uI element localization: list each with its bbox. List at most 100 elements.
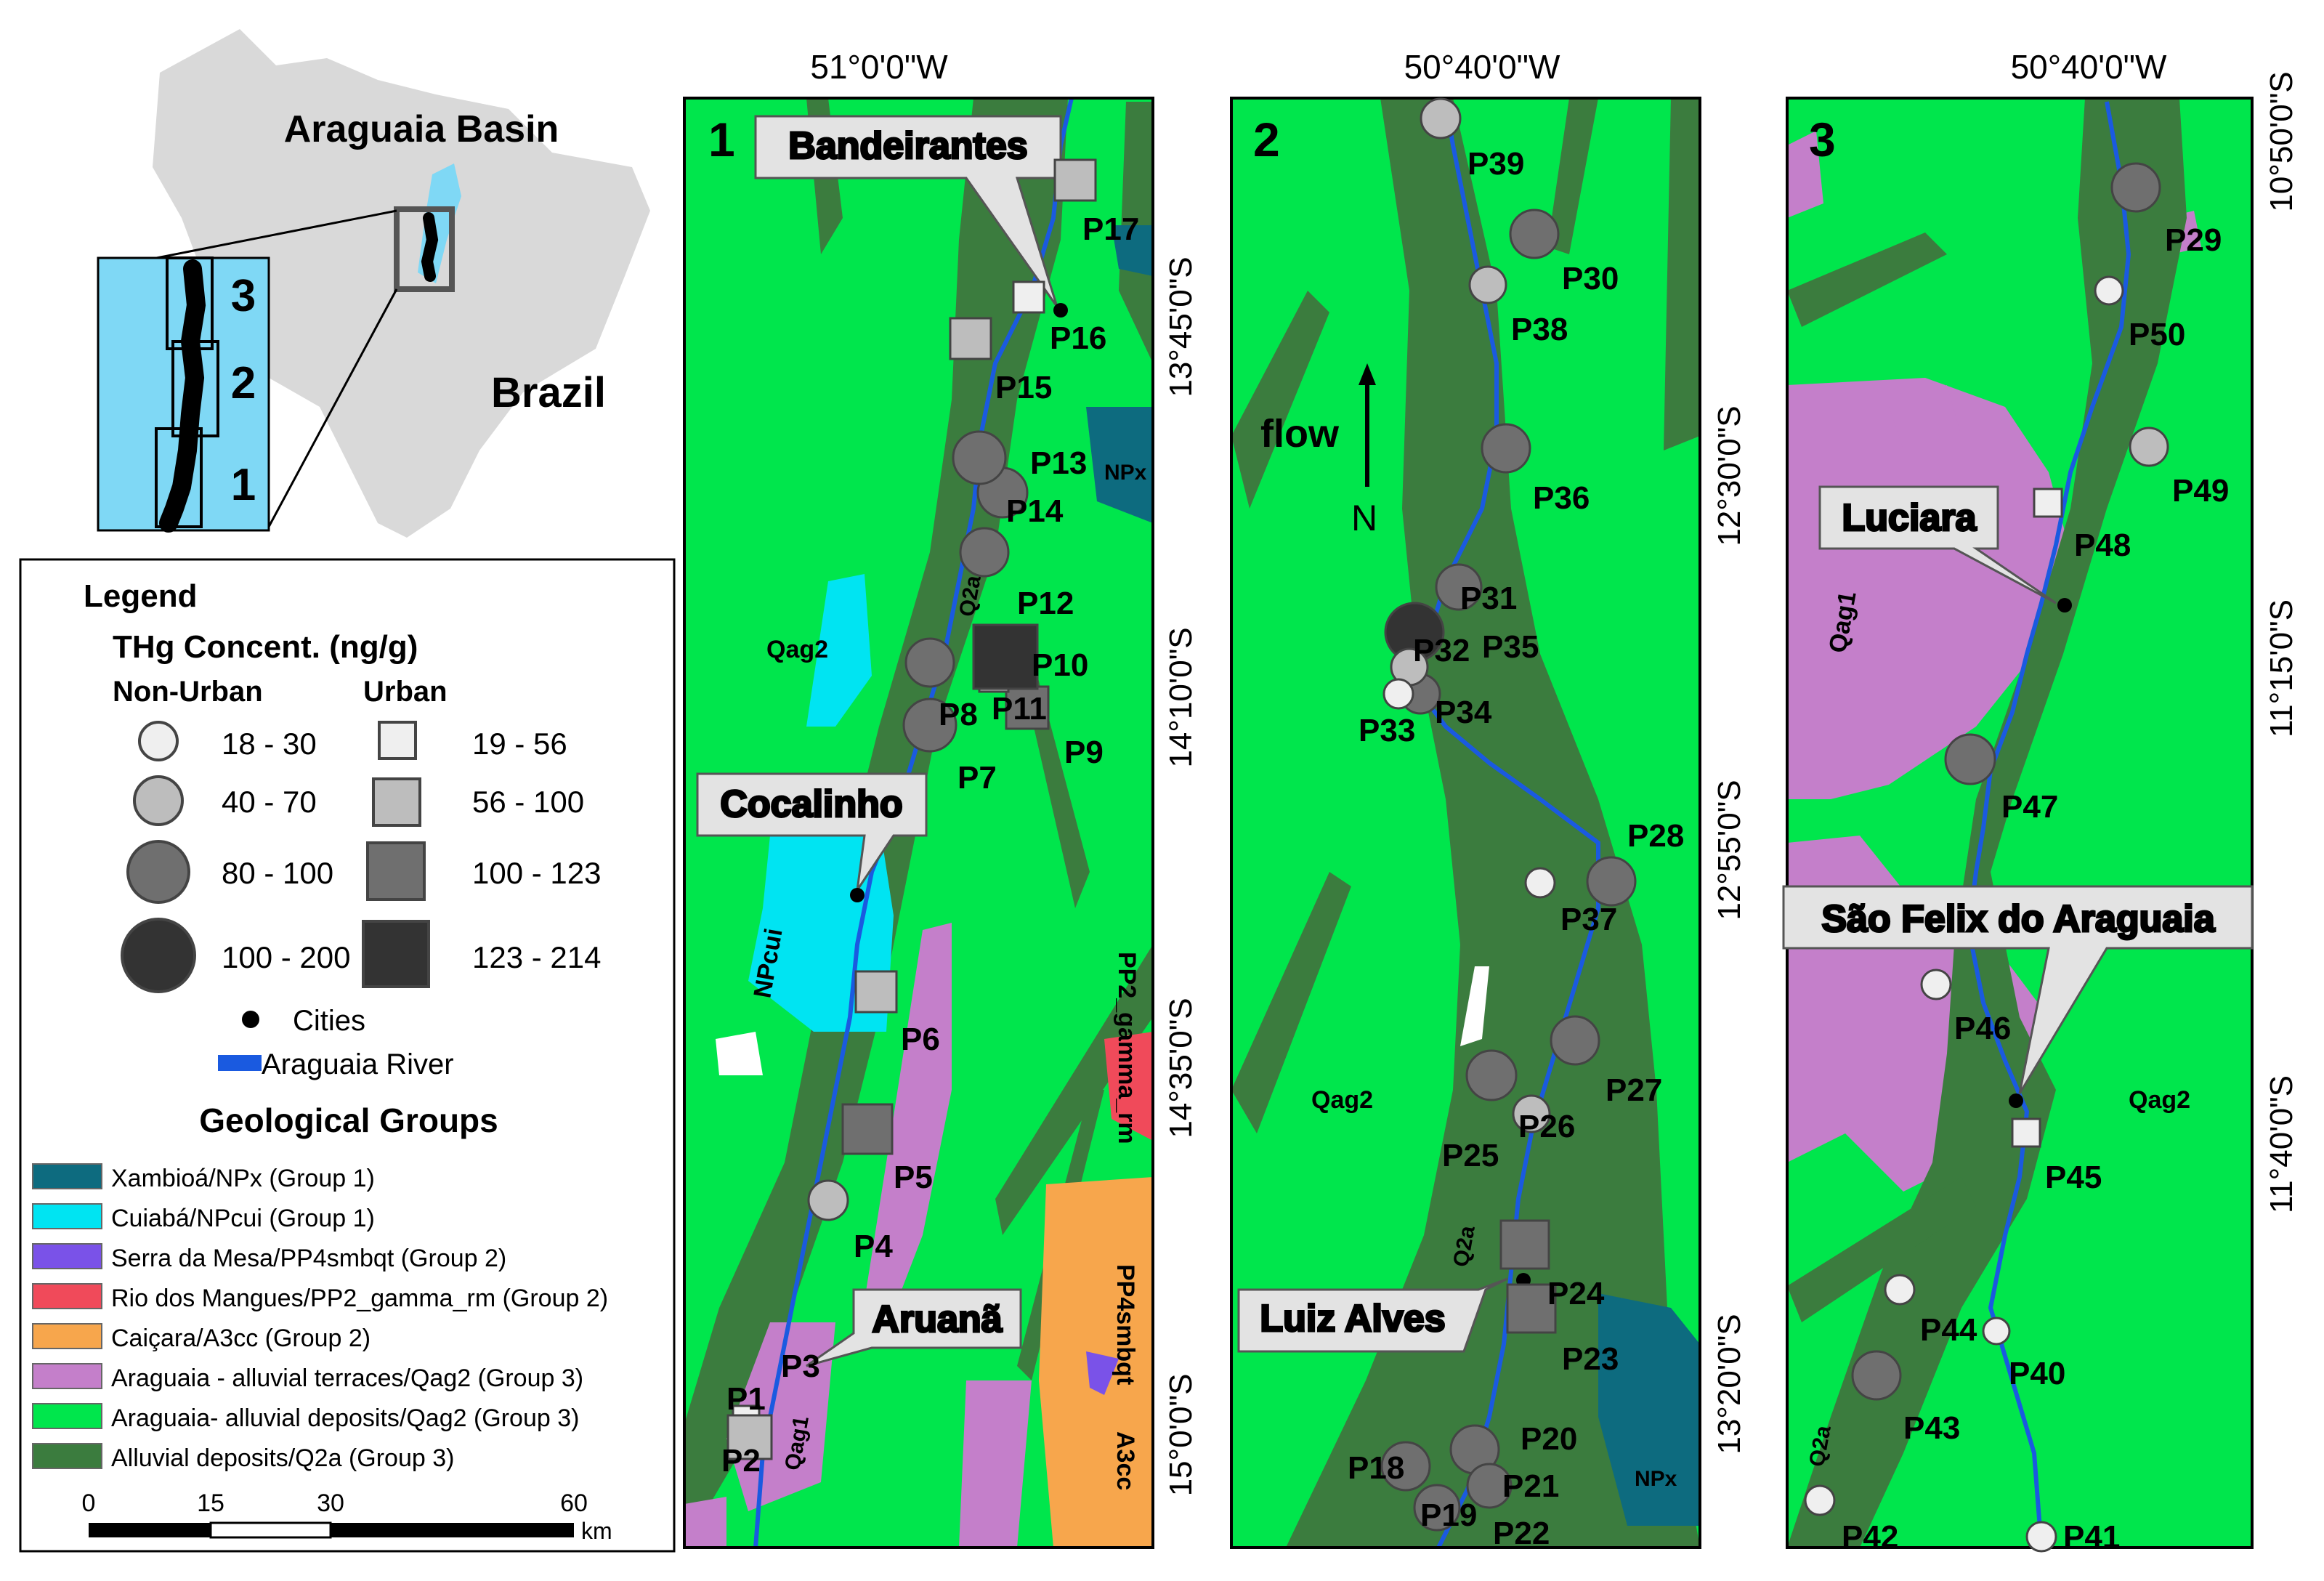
point-label: P28 xyxy=(1627,818,1684,854)
sample-p8 xyxy=(902,698,957,753)
point-label: P49 xyxy=(2172,473,2229,509)
sample-p19 xyxy=(1413,1484,1461,1532)
inset-map: 3 2 1 Araguaia Basin Brazil xyxy=(97,29,650,538)
legend-title: Legend xyxy=(84,578,197,614)
geo-label: Serra da Mesa/PP4smbqt (Group 2) xyxy=(111,1245,506,1272)
sample-p38 xyxy=(1468,265,1507,304)
point-label: P7 xyxy=(957,760,997,796)
flow-arrow: flow N xyxy=(1260,363,1377,538)
geo-swatch-a3cc xyxy=(32,1323,102,1349)
scale-seg xyxy=(89,1523,211,1537)
q2a-tributary xyxy=(1787,1177,1976,1322)
point-label: P33 xyxy=(1359,713,1415,748)
point-label: P45 xyxy=(2045,1160,2102,1195)
class-symbol-circle xyxy=(121,918,196,993)
class-label: 100 - 200 xyxy=(222,940,350,974)
class-symbol-circle xyxy=(138,721,179,761)
sample-p29 xyxy=(2110,162,2161,213)
point-label: P50 xyxy=(2129,317,2185,352)
sample-p48 xyxy=(2033,488,2063,518)
point-label: P9 xyxy=(1064,735,1104,770)
point-label: P42 xyxy=(1842,1519,1898,1555)
city-name: São Felix do Araguaia xyxy=(1821,898,2215,940)
sample-p6 xyxy=(854,970,898,1014)
callout-shape xyxy=(1782,885,2254,1094)
city-dot xyxy=(1053,303,1068,318)
q2a-tributary xyxy=(1231,291,1329,509)
sample-p2 xyxy=(726,1414,773,1460)
point-label: P17 xyxy=(1082,211,1139,247)
sample-p16 xyxy=(1012,280,1045,314)
point-label: P16 xyxy=(1050,320,1106,356)
legend: Legend THg Concent. (ng/g) Non-Urban Urb… xyxy=(19,558,676,1553)
sample-p47 xyxy=(1944,733,1996,785)
npx-unit xyxy=(1112,225,1153,276)
cities-label: Cities xyxy=(293,1005,365,1037)
inset-box-1 xyxy=(155,427,203,528)
scale-tick: 0 xyxy=(82,1489,96,1517)
sample-p46 xyxy=(1920,969,1952,1000)
scale-unit: km xyxy=(581,1518,612,1544)
point-label: P5 xyxy=(894,1160,933,1195)
sample-p12 xyxy=(959,527,1010,578)
flow-label: flow xyxy=(1260,412,1340,456)
sample-p27 xyxy=(1550,1015,1600,1066)
q2a-tributary xyxy=(995,945,1153,1235)
sample-p26 xyxy=(1512,1094,1551,1133)
lat-label: 10°50'0"S xyxy=(2264,71,2299,211)
sample-points xyxy=(1380,97,1637,1532)
point-label: P1 xyxy=(726,1381,766,1417)
sample-p33 xyxy=(1382,678,1414,710)
point-label: P18 xyxy=(1348,1450,1404,1486)
urban-classes: 19 - 56 56 - 100 100 - 123 123 - 214 xyxy=(362,721,601,988)
sample-p30 xyxy=(1509,209,1560,259)
geo-swatch-pp2 xyxy=(32,1283,102,1309)
basin-dots xyxy=(421,212,439,282)
geo-title: Geological Groups xyxy=(199,1101,498,1139)
inset-box-3 xyxy=(166,256,214,350)
point-label: P37 xyxy=(1560,902,1617,937)
callout-luiz-alves: Luiz Alves xyxy=(1237,1273,1531,1353)
callout-luciara: Luciara xyxy=(1818,485,2072,612)
pp4smbqt-unit xyxy=(1086,1351,1119,1395)
sample-p15 xyxy=(949,317,992,360)
sample-p45 xyxy=(2011,1117,2041,1148)
sample-p31 xyxy=(1435,563,1483,611)
lat-label: 14°35'0"S xyxy=(1163,998,1199,1138)
sample-p23 xyxy=(1506,1283,1557,1334)
sample-p9 xyxy=(1005,685,1050,730)
sample-p24 xyxy=(1499,1219,1550,1270)
base-alluvial xyxy=(1787,98,2252,1548)
geo-label: Araguaia - alluvial terraces/Qag2 (Group… xyxy=(111,1364,583,1392)
q2a-tributary xyxy=(1231,872,1351,1133)
lat-label: 13°45'0"S xyxy=(1163,256,1199,397)
basin-frame xyxy=(394,206,455,292)
q2a-tributary xyxy=(1787,232,1947,327)
city-name: Luciara xyxy=(1842,497,1977,539)
scale-tick: 15 xyxy=(197,1489,224,1517)
terraces-unit xyxy=(684,1497,726,1548)
callout-shape xyxy=(806,1288,1022,1367)
sample-labels: P18 P19 P20 P21 P22 P23 P24 P25 P26 P27 … xyxy=(1348,146,1684,1551)
point-label: P44 xyxy=(1920,1312,1977,1348)
npx-unit xyxy=(1598,1293,1700,1526)
geo-label-npx: NPx xyxy=(1635,1467,1677,1491)
q2a-belt xyxy=(1286,98,1700,1548)
point-label: P11 xyxy=(992,691,1047,727)
point-label: P27 xyxy=(1606,1072,1662,1108)
point-label: P2 xyxy=(721,1443,761,1479)
sample-p37 xyxy=(1586,856,1637,907)
point-label: P10 xyxy=(1032,647,1088,683)
geo-label: Alluvial deposits/Q2a (Group 3) xyxy=(111,1444,454,1472)
class-symbol-square xyxy=(372,777,421,827)
point-label: P12 xyxy=(1017,586,1074,621)
point-label: P22 xyxy=(1493,1516,1550,1551)
geo-label-pp2: PP2_gamma_rm xyxy=(1113,952,1141,1144)
city-name: Bandeirantes xyxy=(788,125,1027,167)
non-urban-classes: 18 - 30 40 - 70 80 - 100 100 - 200 xyxy=(121,721,350,993)
panel-3: 3 50°40'0"W 10°50'0"S 11°15'0"S 11°40'0"… xyxy=(1782,48,2299,1555)
point-label: P20 xyxy=(1521,1421,1577,1457)
panel-2: 2 50°40'0"W 12°30'0"S 12°55'0"S 13°20'0"… xyxy=(1230,48,1747,1551)
thg-title: THg Concent. (ng/g) xyxy=(113,629,418,665)
